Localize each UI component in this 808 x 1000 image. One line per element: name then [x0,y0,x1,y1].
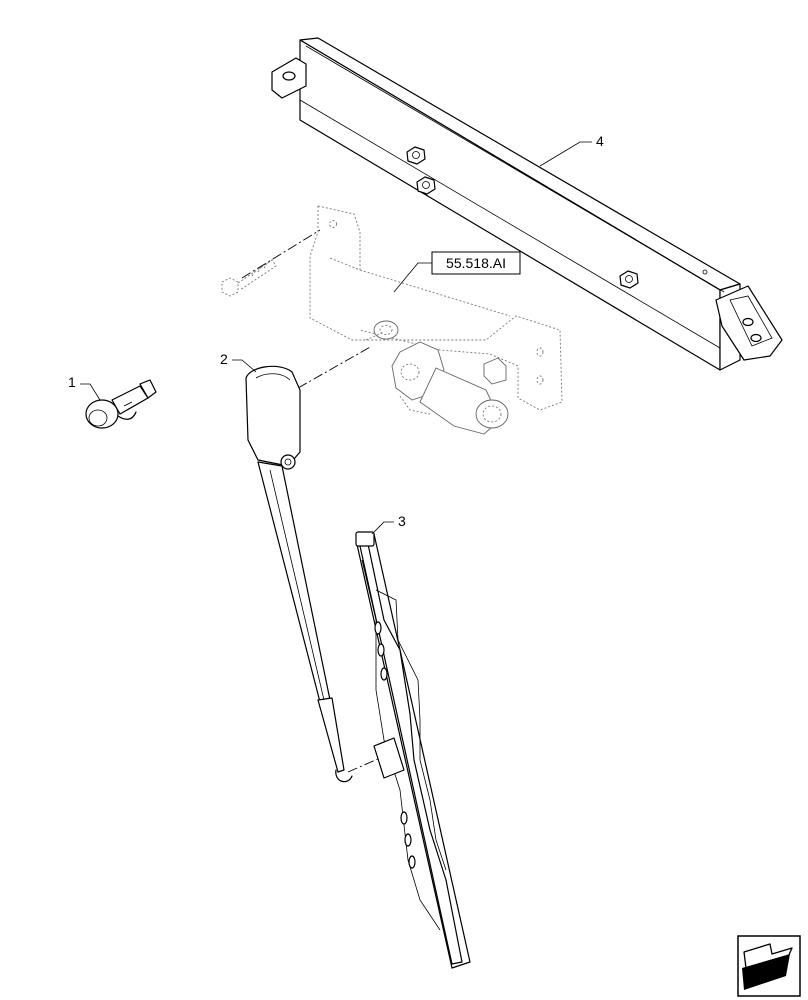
nut-upper [406,146,426,165]
nut-middle [416,176,436,195]
part-1-nozzle[interactable] [85,379,157,429]
svg-text:2: 2 [220,351,228,367]
svg-text:55.518.AI: 55.518.AI [446,255,506,271]
callout-1: 1 [68,374,101,401]
svg-text:3: 3 [398,513,406,529]
callout-3: 3 [371,513,406,535]
assembly-guide-lines [241,229,381,773]
svg-text:4: 4 [596,133,604,149]
part-2-wiper-arm[interactable] [245,365,353,783]
part-3-wiper-blade[interactable] [355,531,471,969]
callout-4: 4 [539,133,604,167]
part-4-housing-bar[interactable] [271,37,783,371]
callout-2: 2 [220,351,257,373]
reference-motor-bracket-assembly [221,205,563,435]
reference-box[interactable]: 55.518.AI [393,251,521,293]
nut-right [619,270,639,289]
svg-text:1: 1 [68,374,76,390]
next-page-arrow-icon[interactable] [737,935,801,997]
